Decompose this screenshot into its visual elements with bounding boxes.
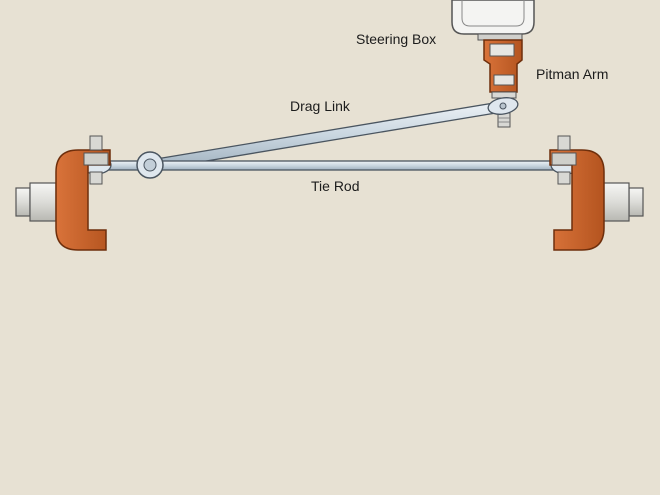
- label-steering-box: Steering Box: [356, 31, 437, 47]
- left-steering-knuckle: [15, 135, 111, 251]
- pitman-arm: [483, 39, 523, 128]
- label-drag-link: Drag Link: [290, 98, 350, 114]
- label-tie-rod: Tie Rod: [311, 178, 360, 194]
- right-steering-knuckle: [549, 135, 644, 251]
- steering-box: [451, 0, 535, 41]
- drag-link-ball-joint: [136, 151, 164, 179]
- label-pitman-arm: Pitman Arm: [536, 66, 609, 82]
